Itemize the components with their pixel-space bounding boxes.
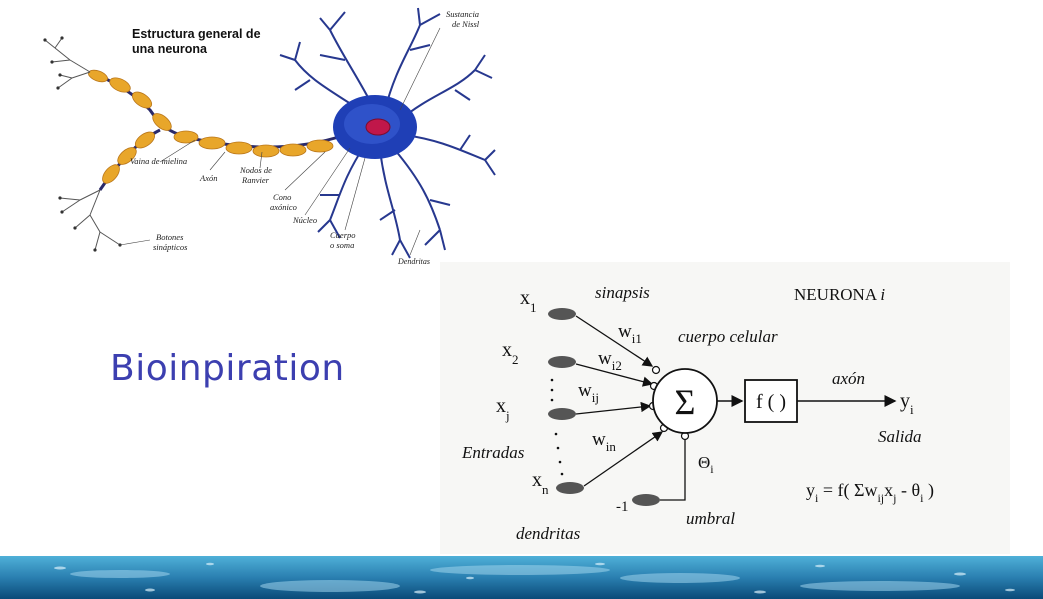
terminal-branches bbox=[44, 37, 121, 251]
weight-wij: wij bbox=[578, 380, 599, 405]
neuron-name: NEURONA i bbox=[794, 285, 885, 304]
slide-title: Bioinpiration bbox=[110, 348, 345, 389]
input-xj: xj bbox=[496, 395, 510, 423]
label-nucleus: Núcleo bbox=[292, 215, 317, 225]
input-x2: x2 bbox=[502, 339, 519, 367]
footer-ocean-band bbox=[0, 556, 1043, 599]
activation-function: f ( ) bbox=[756, 391, 786, 413]
label-buttons-1: Botones bbox=[156, 232, 184, 242]
label-ranvier-2: Ranvier bbox=[241, 175, 270, 185]
weight-wi1: wi1 bbox=[618, 321, 642, 346]
myelin-sheaths bbox=[88, 69, 334, 184]
neuron-heading-line1: Estructura general de bbox=[132, 27, 261, 41]
label-myelin: Vaina de mielina bbox=[130, 156, 187, 166]
output-label: Salida bbox=[878, 427, 921, 446]
weight-win: win bbox=[592, 429, 616, 454]
neuron-heading-line2: una neurona bbox=[132, 42, 208, 56]
pointer-lines bbox=[119, 27, 441, 256]
axon-label: axón bbox=[832, 369, 865, 388]
theta-label: Θi bbox=[698, 453, 714, 476]
input-xn: xn bbox=[532, 469, 549, 497]
artificial-neuron-diagram: Σ f ( ) sinapsis NEURONA i cuerpo celula… bbox=[440, 262, 1010, 554]
label-buttons-2: sinápticos bbox=[153, 242, 188, 252]
sum-symbol: Σ bbox=[675, 382, 696, 422]
neuron-illustration: Estructura general de una neurona Sustan… bbox=[43, 7, 496, 266]
model-background bbox=[440, 262, 1010, 554]
label-body-1: Cuerpo bbox=[330, 230, 356, 240]
inputs-label: Entradas bbox=[461, 443, 525, 462]
label-cone-1: Cono bbox=[273, 192, 291, 202]
terminal-buttons bbox=[43, 36, 122, 252]
bias-input: -1 bbox=[616, 499, 629, 515]
label-nissl-1: Sustancia bbox=[446, 9, 479, 19]
ellipsis-dots bbox=[550, 378, 564, 476]
input-nodes bbox=[548, 308, 660, 506]
label-dendrites: Dendritas bbox=[397, 257, 430, 266]
dendrites-label: dendritas bbox=[516, 524, 581, 543]
label-cone-2: axónico bbox=[270, 202, 297, 212]
neuron-formula: yi = f( Σwijxj - θi ) bbox=[806, 480, 934, 505]
label-body-2: o soma bbox=[330, 240, 354, 250]
output-y: yi bbox=[900, 390, 914, 417]
label-ranvier-1: Nodos de bbox=[239, 165, 272, 175]
threshold-label: umbral bbox=[686, 509, 735, 528]
weight-connections bbox=[575, 315, 686, 501]
cell-body-label: cuerpo celular bbox=[678, 327, 778, 346]
nucleus bbox=[365, 118, 391, 136]
input-x1: x1 bbox=[520, 287, 537, 315]
label-axon: Axón bbox=[199, 173, 217, 183]
weight-wi2: wi2 bbox=[598, 348, 622, 373]
dendrite-branches bbox=[279, 7, 496, 259]
synapsis-label: sinapsis bbox=[595, 283, 650, 302]
ocean-image bbox=[0, 556, 1043, 599]
label-nissl-2: de Nissl bbox=[452, 19, 480, 29]
